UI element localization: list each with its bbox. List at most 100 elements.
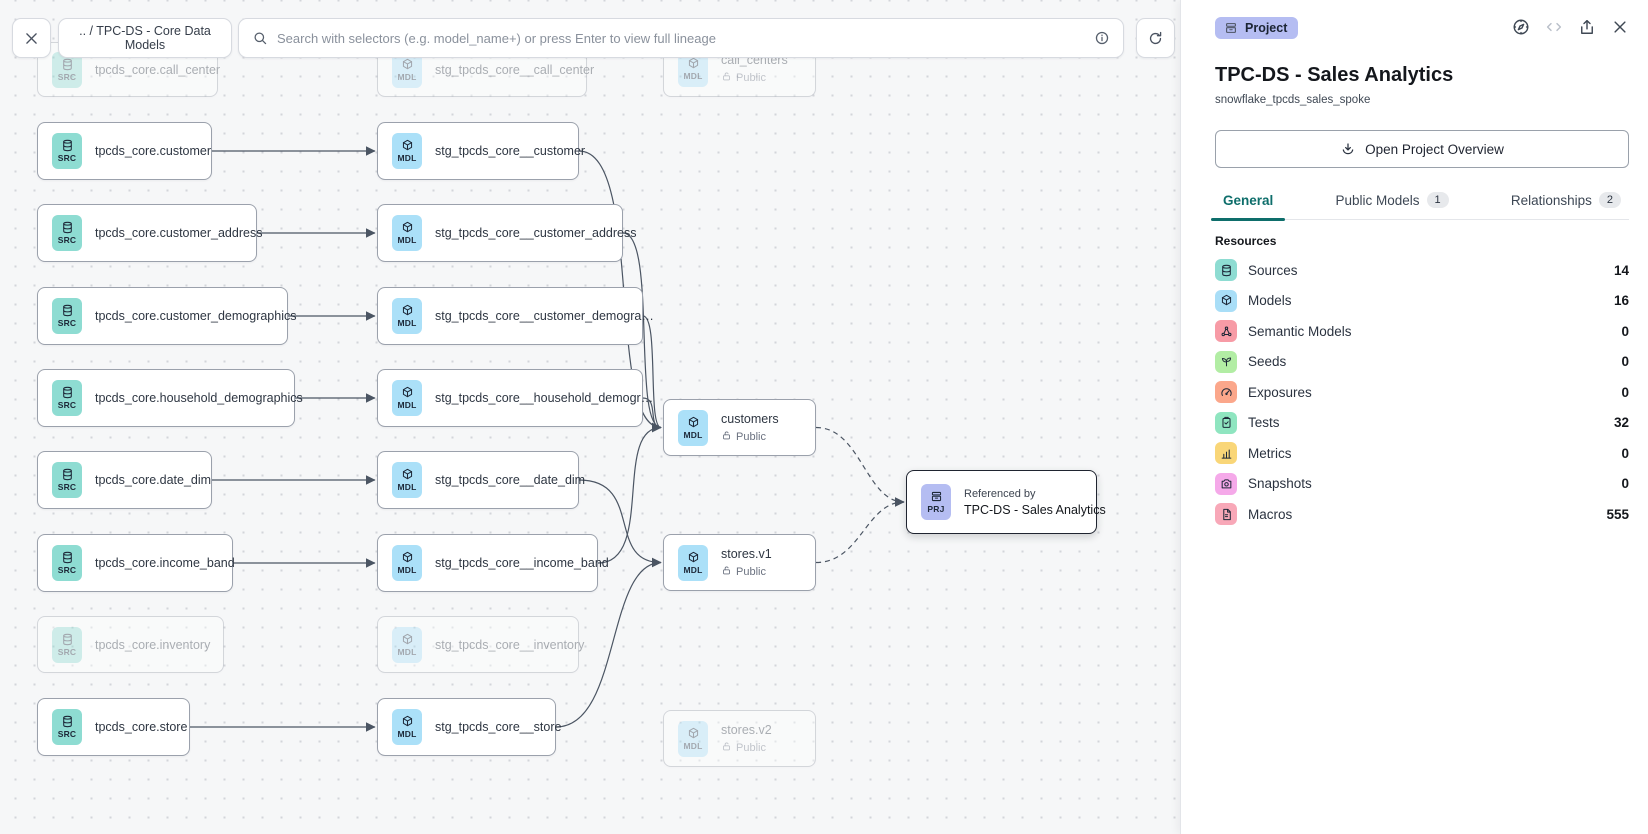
graph-node-src-customer[interactable]: SRCtpcds_core.customer — [37, 122, 212, 180]
resource-label: Macros — [1248, 507, 1595, 522]
cube-icon — [401, 551, 414, 564]
public-access-label: Public — [721, 430, 779, 444]
database-icon — [61, 633, 74, 646]
tab-relationships[interactable]: Relationships2 — [1503, 192, 1629, 219]
mdl-badge: MDL — [678, 545, 708, 581]
resource-row-metrics[interactable]: Metrics 0 — [1215, 438, 1629, 469]
project-type-badge-label: Project — [1245, 21, 1287, 35]
node-label: tpcds_core.income_band — [95, 556, 235, 570]
resource-row-tests[interactable]: Tests32 — [1215, 408, 1629, 439]
resource-label: Models — [1248, 293, 1603, 308]
clipboard-check-icon — [1215, 412, 1237, 434]
mdl-badge: MDL — [392, 545, 422, 581]
graph-node-src-customer-demographics[interactable]: SRCtpcds_core.customer_demographics — [37, 287, 288, 345]
mdl-badge: MDL — [392, 462, 422, 498]
resource-count: 555 — [1606, 507, 1629, 522]
graph-node-src-inventory[interactable]: SRCtpcds_core.inventory — [37, 616, 224, 673]
graph-node-src-customer-address[interactable]: SRCtpcds_core.customer_address — [37, 204, 257, 262]
search-input[interactable] — [277, 31, 1085, 46]
resource-count: 0 — [1621, 446, 1629, 461]
graph-node-src-income-band[interactable]: SRCtpcds_core.income_band — [37, 534, 233, 592]
resource-row-snapshots[interactable]: Snapshots0 — [1215, 469, 1629, 500]
database-icon — [61, 304, 74, 317]
graph-node-stg-customer-address[interactable]: MDLstg_tpcds_core__customer_address — [377, 204, 623, 262]
gauge-icon — [1215, 381, 1237, 403]
panel-subtitle: snowflake_tpcds_sales_spoke — [1215, 94, 1629, 106]
public-access-label: Public — [721, 741, 772, 755]
resource-row-seeds[interactable]: Seeds0 — [1215, 347, 1629, 378]
node-label: stg_tpcds_core__customer — [435, 144, 585, 158]
resource-label: Metrics — [1248, 446, 1610, 461]
resource-count: 32 — [1614, 415, 1629, 430]
edge-stores_v1-to-prj — [816, 502, 904, 563]
resource-row-macros[interactable]: Macros 555 — [1215, 499, 1629, 530]
node-label: stg_tpcds_core__customer_demogra… — [435, 309, 654, 323]
graph-node-src-household-demographics[interactable]: SRCtpcds_core.household_demographics — [37, 369, 295, 427]
graph-node-stg-inventory[interactable]: MDLstg_tpcds_core__inventory — [377, 616, 579, 673]
tab-label: Public Models — [1335, 193, 1419, 208]
resource-label: Semantic Models — [1248, 324, 1610, 339]
tab-public-models[interactable]: Public Models 1 — [1327, 192, 1456, 219]
node-label: tpcds_core.customer_demographics — [95, 309, 297, 323]
panel-title: TPC-DS - Sales Analytics — [1215, 64, 1629, 87]
close-lineage-button[interactable] — [12, 18, 51, 58]
resources-section-title: Resources — [1215, 234, 1629, 248]
src-badge: SRC — [52, 215, 82, 251]
code-icon — [1545, 18, 1563, 39]
graph-node-stg-date-dim[interactable]: MDLstg_tpcds_core__date_dim — [377, 451, 579, 509]
cube-icon — [401, 386, 414, 399]
resource-row-exposures[interactable]: Exposures0 — [1215, 377, 1629, 408]
graph-node-stg-customer[interactable]: MDLstg_tpcds_core__customer — [377, 122, 579, 180]
layers-icon — [1224, 21, 1238, 35]
graph-node-customers[interactable]: MDLcustomersPublic — [663, 399, 816, 456]
resource-count: 0 — [1621, 354, 1629, 369]
compass-icon[interactable] — [1512, 18, 1530, 39]
open-project-overview-button[interactable]: Open Project Overview — [1215, 130, 1629, 168]
graph-node-stg-customer-demographics[interactable]: MDLstg_tpcds_core__customer_demogra… — [377, 287, 643, 345]
graph-node-stg-income-band[interactable]: MDLstg_tpcds_core__income_band — [377, 534, 598, 592]
node-label: stores.v2 — [721, 723, 772, 737]
graph-node-src-store[interactable]: SRCtpcds_core.store — [37, 698, 190, 756]
lineage-canvas[interactable]: SRCtpcds_core.call_centerSRCtpcds_core.c… — [0, 0, 1180, 834]
src-badge: SRC — [52, 709, 82, 745]
graph-node-prj[interactable]: PRJReferenced byTPC-DS - Sales Analytics — [906, 470, 1097, 534]
info-icon[interactable] — [1094, 30, 1110, 46]
src-badge: SRC — [52, 627, 82, 663]
breadcrumb[interactable]: .. / TPC-DS - Core Data Models — [58, 18, 232, 58]
refresh-icon — [1147, 30, 1164, 47]
export-icon[interactable] — [1578, 18, 1596, 39]
node-label: stg_tpcds_core__inventory — [435, 638, 584, 652]
graph-node-stg-store[interactable]: MDLstg_tpcds_core__store — [377, 698, 556, 756]
tab-count-badge: 2 — [1599, 192, 1621, 208]
graph-node-stores-v2[interactable]: MDL stores.v2Public — [663, 710, 816, 767]
src-badge: SRC — [52, 133, 82, 169]
resource-row-semantic-models[interactable]: Semantic Models0 — [1215, 316, 1629, 347]
tab-count-badge: 1 — [1427, 192, 1449, 208]
node-label: stores.v1 — [721, 547, 772, 561]
target-icon — [1340, 141, 1356, 157]
node-label: stg_tpcds_core__customer_address — [435, 226, 637, 240]
mdl-badge: MDL — [392, 709, 422, 745]
tab-general[interactable]: General — [1215, 192, 1281, 219]
database-icon — [61, 468, 74, 481]
open-project-overview-label: Open Project Overview — [1365, 142, 1504, 157]
lock-open-icon — [721, 565, 732, 579]
resource-count: 14 — [1614, 263, 1629, 278]
database-icon — [61, 221, 74, 234]
graph-node-stores-v1[interactable]: MDLstores.v1Public — [663, 534, 816, 591]
close-icon[interactable] — [1611, 18, 1629, 39]
refresh-button[interactable] — [1136, 18, 1175, 58]
resource-row-sources[interactable]: Sources14 — [1215, 255, 1629, 286]
camera-icon — [1215, 473, 1237, 495]
resource-row-models[interactable]: Models 16 — [1215, 286, 1629, 317]
cube-icon — [401, 715, 414, 728]
node-label: stg_tpcds_core__store — [435, 720, 561, 734]
layers-icon — [930, 490, 943, 503]
resource-count: 16 — [1614, 293, 1629, 308]
graph-node-stg-household-demographics[interactable]: MDLstg_tpcds_core__household_demogr… — [377, 369, 643, 427]
cube-icon — [401, 139, 414, 152]
database-icon — [61, 715, 74, 728]
graph-node-src-date-dim[interactable]: SRCtpcds_core.date_dim — [37, 451, 212, 509]
mdl-badge: MDL — [678, 721, 708, 757]
